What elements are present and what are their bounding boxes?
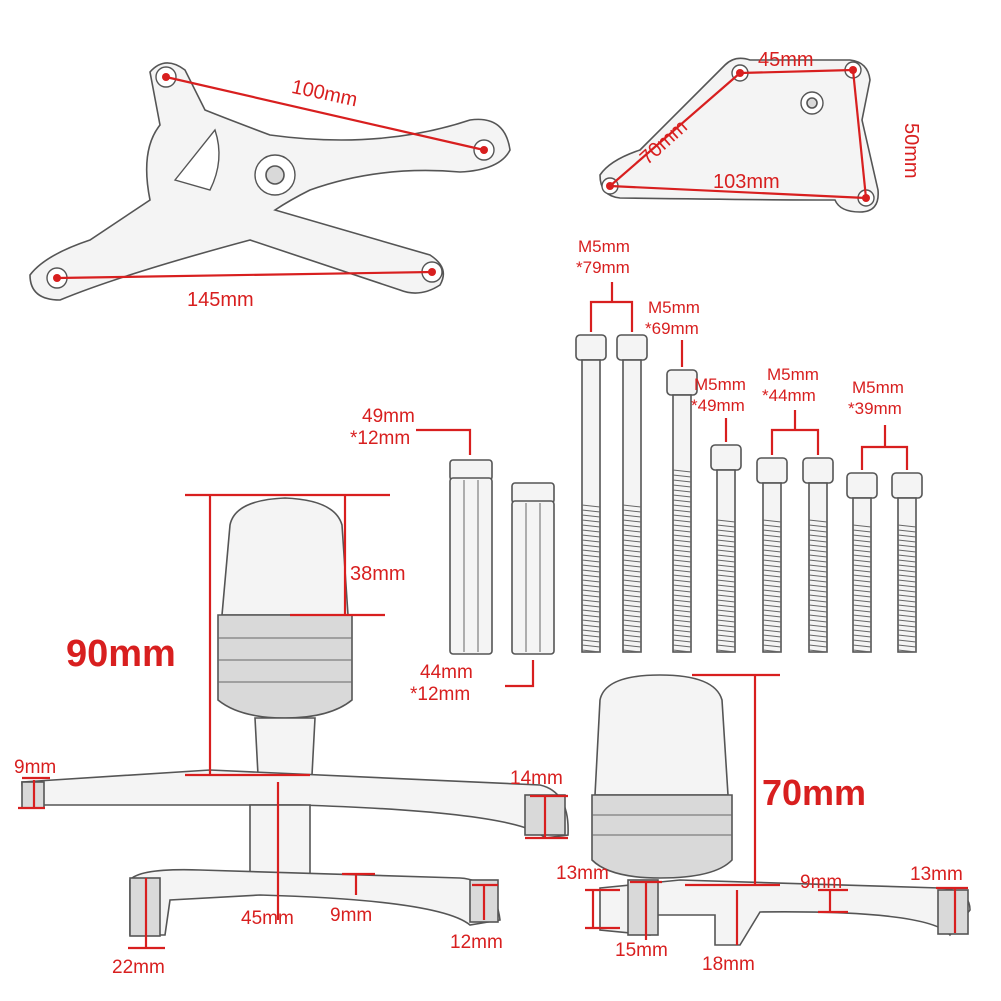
label-spacer1-dia: *12mm bbox=[350, 428, 410, 449]
label-103mm: 103mm bbox=[713, 171, 780, 193]
label-bolt3-size: M5mm bbox=[694, 375, 746, 394]
label-12mm: 12mm bbox=[450, 932, 503, 953]
label-13mm-right: 13mm bbox=[910, 864, 963, 885]
label-spacer2-dia: *12mm bbox=[410, 684, 470, 705]
label-bolt1-size: M5mm bbox=[578, 237, 630, 256]
spacer-44mm bbox=[511, 482, 555, 655]
label-18mm: 18mm bbox=[702, 954, 755, 975]
slider-left-dimensions: 90mm 38mm 9mm 14mm 45mm 9mm 12mm 22mm bbox=[14, 493, 568, 978]
label-bolt5-length: *39mm bbox=[848, 399, 902, 418]
bolt-39mm-a bbox=[846, 472, 878, 653]
bolts bbox=[575, 334, 923, 653]
slider-left bbox=[21, 497, 569, 937]
slider-right bbox=[591, 674, 971, 946]
label-spacer2-length: 44mm bbox=[420, 662, 473, 683]
label-9mm-right: 9mm bbox=[800, 872, 842, 893]
label-45mm-left: 45mm bbox=[241, 908, 294, 929]
label-bolt3-length: *49mm bbox=[691, 396, 745, 415]
label-100mm: 100mm bbox=[290, 76, 360, 111]
label-38mm: 38mm bbox=[350, 563, 406, 585]
label-50mm: 50mm bbox=[900, 123, 922, 179]
label-bolt4-size: M5mm bbox=[767, 365, 819, 384]
spacer-49mm bbox=[449, 459, 493, 655]
label-90mm: 90mm bbox=[66, 633, 176, 675]
label-15mm: 15mm bbox=[615, 940, 668, 961]
label-70mm-right: 70mm bbox=[762, 772, 866, 813]
bracket-left bbox=[29, 62, 511, 301]
label-14mm: 14mm bbox=[510, 768, 563, 789]
bolt-69mm bbox=[666, 369, 698, 653]
label-9mm-bottom: 9mm bbox=[330, 905, 372, 926]
bolt-dimensions: M5mm *79mm M5mm *69mm M5mm *49mm M5mm *4… bbox=[576, 237, 909, 470]
spacer-dimensions: 49mm *12mm 44mm *12mm bbox=[350, 406, 535, 705]
label-145mm: 145mm bbox=[187, 289, 254, 311]
label-bolt4-length: *44mm bbox=[762, 386, 816, 405]
label-45mm: 45mm bbox=[758, 49, 814, 71]
bolt-79mm-b bbox=[616, 334, 648, 653]
slider-right-dimensions: 70mm 13mm 9mm 13mm 15mm 18mm bbox=[556, 673, 968, 975]
spacers bbox=[449, 459, 555, 655]
label-bolt2-length: *69mm bbox=[645, 319, 699, 338]
label-bolt1-length: *79mm bbox=[576, 258, 630, 277]
bolt-39mm-b bbox=[891, 472, 923, 653]
bolt-79mm-a bbox=[575, 334, 607, 653]
label-9mm-left: 9mm bbox=[14, 757, 56, 778]
label-22mm: 22mm bbox=[112, 957, 165, 978]
label-spacer1-length: 49mm bbox=[362, 406, 415, 427]
label-13mm-left: 13mm bbox=[556, 863, 609, 884]
bolt-44mm-a bbox=[756, 457, 788, 653]
label-bolt5-size: M5mm bbox=[852, 378, 904, 397]
bolt-44mm-b bbox=[802, 457, 834, 653]
label-bolt2-size: M5mm bbox=[648, 298, 700, 317]
